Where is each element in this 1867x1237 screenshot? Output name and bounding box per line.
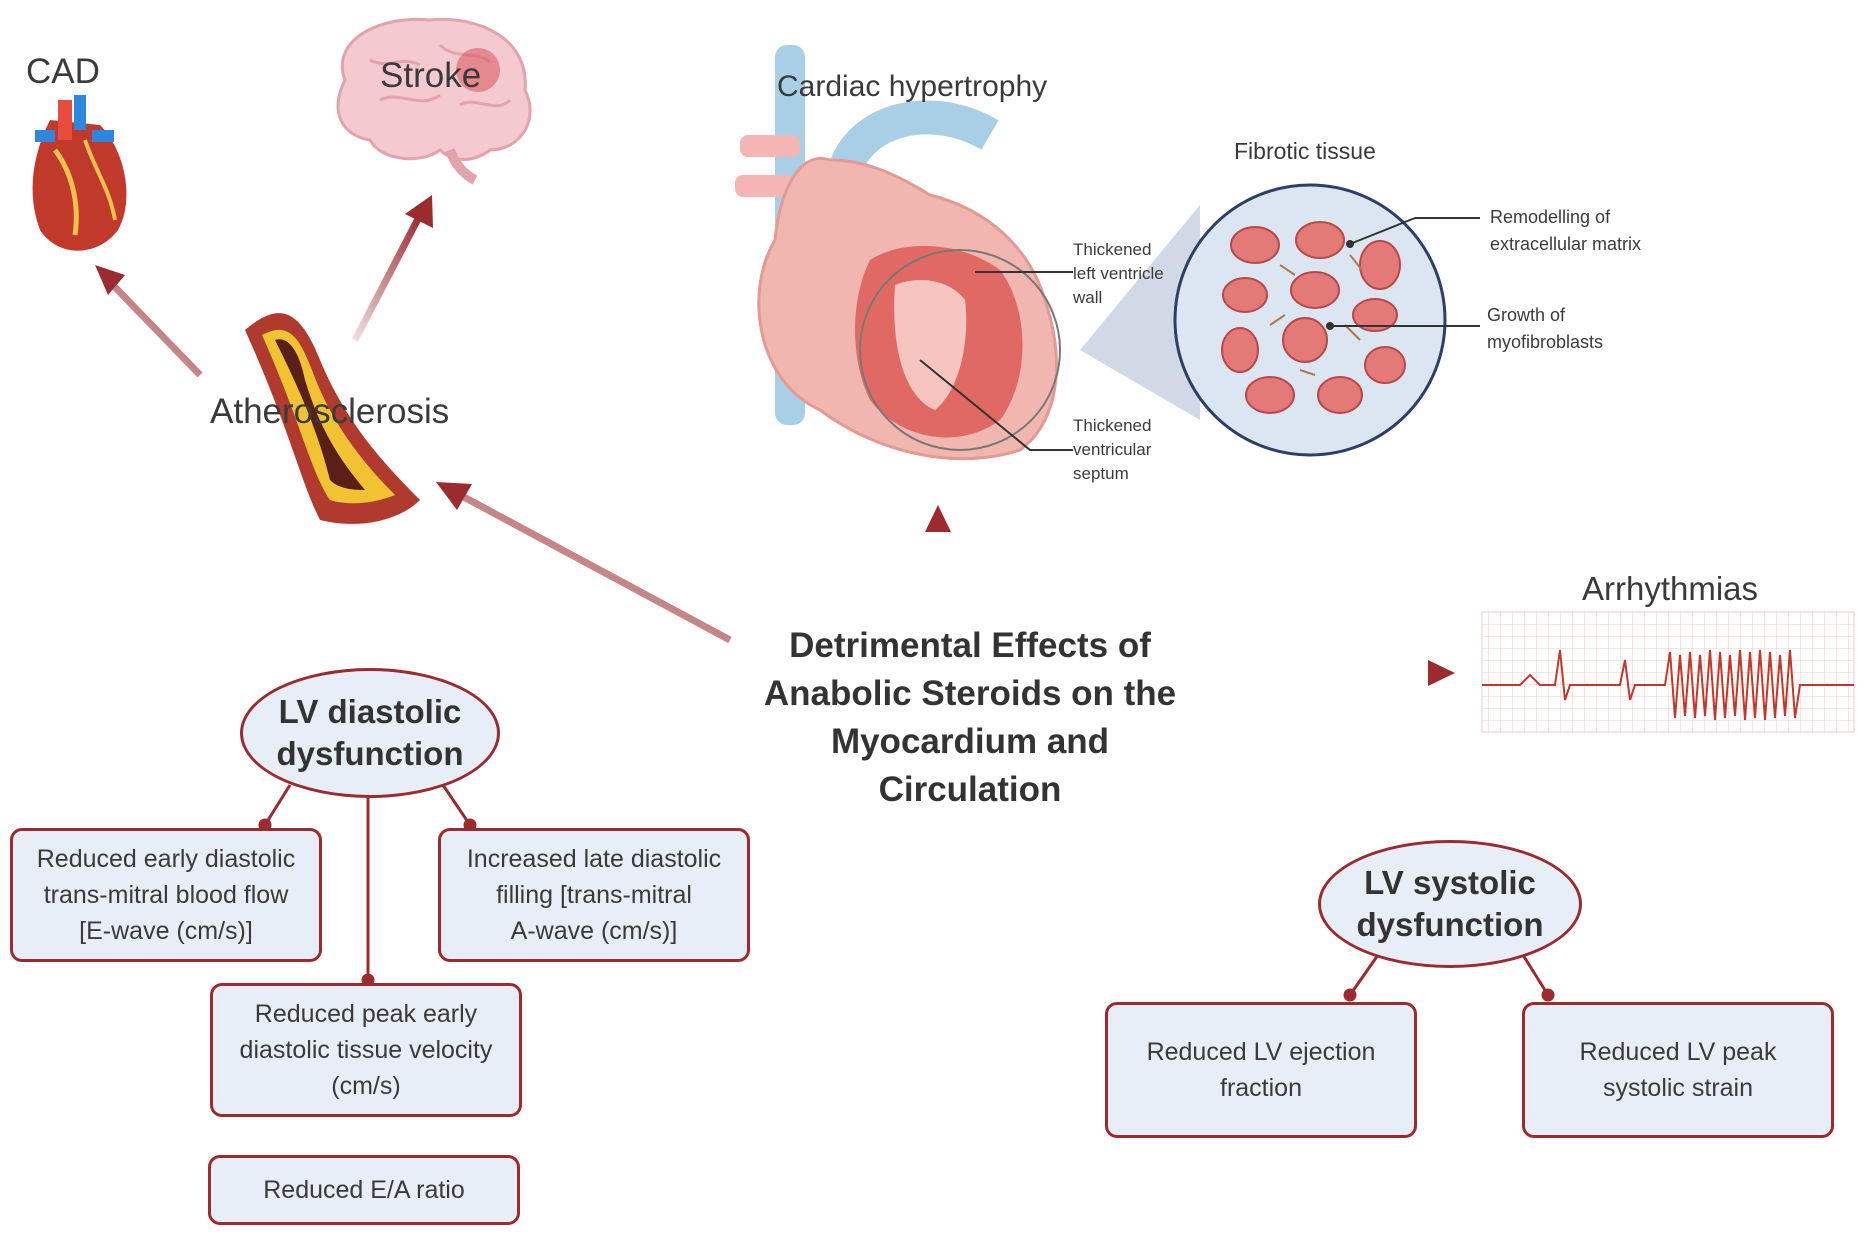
lv-systolic-dysfunction-node: LV systolic dysfunction xyxy=(1318,840,1582,968)
lv-diastolic-dysfunction-node: LV diastolic dysfunction xyxy=(240,668,500,798)
systolic-connectors xyxy=(1343,954,1555,1002)
brain-icon xyxy=(336,17,532,185)
atherosclerosis-label: Atherosclerosis xyxy=(210,392,450,431)
tissue-velocity-box: Reduced peak early diastolic tissue velo… xyxy=(210,983,522,1117)
arrow-to-cad xyxy=(95,265,203,378)
fibrotic-tissue-label: Fibrotic tissue xyxy=(1234,138,1376,164)
fibrotic-tissue-icon xyxy=(1173,183,1480,457)
myofibroblast-label: Growth of myofibroblasts xyxy=(1487,305,1604,352)
hypertrophic-heart-icon xyxy=(735,45,1200,461)
a-wave-box: Increased late diastolic filling [trans-… xyxy=(438,828,750,962)
ecg-strip-icon xyxy=(1481,611,1855,733)
e-wave-box: Reduced early diastolic trans-mitral blo… xyxy=(10,828,322,962)
ejection-fraction-box: Reduced LV ejection fraction xyxy=(1105,1002,1417,1138)
stroke-label: Stroke xyxy=(380,56,482,95)
ecm-label: Remodelling of extracellular matrix xyxy=(1490,207,1642,254)
arrow-to-hypertrophy xyxy=(925,505,951,590)
cad-heart-icon xyxy=(32,95,127,251)
artery-icon xyxy=(245,313,420,524)
ea-ratio-box: Reduced E/A ratio xyxy=(208,1155,520,1225)
arrow-to-stroke xyxy=(351,195,433,342)
septum-leader xyxy=(919,359,1073,451)
arrow-to-arrhythmias xyxy=(1190,660,1455,686)
central-title: Detrimental Effects of Anabolic Steroids… xyxy=(763,626,1177,809)
arrhythmias-label: Arrhythmias xyxy=(1582,570,1759,607)
cardiac-hypertrophy-label: Cardiac hypertrophy xyxy=(777,70,1048,103)
peak-systolic-strain-box: Reduced LV peak systolic strain xyxy=(1522,1002,1834,1138)
cad-label: CAD xyxy=(26,52,100,91)
lv-wall-label: Thickened left ventricle wall xyxy=(1073,240,1164,307)
septum-label: Thickened ventricular septum xyxy=(1073,416,1152,483)
diastolic-connectors xyxy=(258,784,477,987)
arrow-to-atherosclerosis xyxy=(436,482,732,644)
ecm-leader xyxy=(1349,217,1416,245)
